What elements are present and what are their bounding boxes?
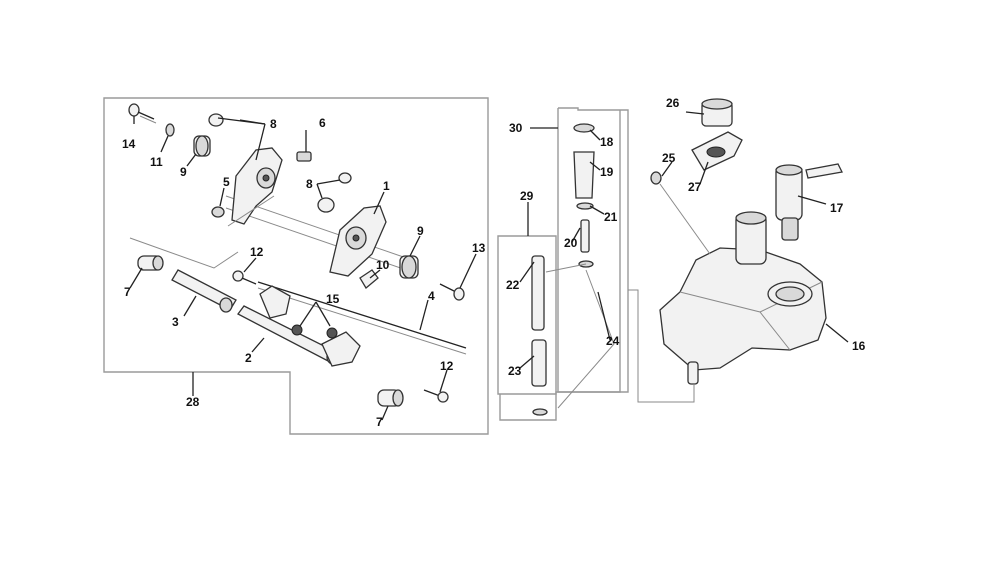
- callout-16: 16: [852, 339, 866, 353]
- callout-17: 17: [830, 201, 844, 215]
- rod-4: [257, 281, 467, 355]
- tank-lines: [628, 183, 711, 403]
- hoses: [545, 263, 615, 409]
- spring-15: [291, 324, 338, 339]
- washer-11: [165, 123, 175, 137]
- callout-5: 5: [223, 175, 230, 189]
- tube-2: [237, 285, 361, 367]
- group-30-frame-inner: [557, 108, 621, 393]
- damper-3: [171, 269, 237, 313]
- bushing-8-small: [338, 172, 352, 184]
- callout-21: 21: [604, 210, 618, 224]
- vent-25: [650, 171, 662, 185]
- bolt-13: [439, 283, 465, 301]
- callout-25: 25: [662, 151, 676, 165]
- callout-19: 19: [600, 165, 614, 179]
- callout-7a: 7: [124, 285, 131, 299]
- bolt-12-lower: [423, 389, 449, 403]
- bolt-14: [128, 103, 157, 124]
- clamp-18: [573, 123, 595, 133]
- bushing-8-top: [208, 113, 224, 127]
- callout-7b: 7: [376, 415, 383, 429]
- callout-15: 15: [326, 292, 340, 306]
- callout-27: 27: [688, 180, 702, 194]
- fuel-tank-16: [659, 211, 827, 385]
- callout-labels: 14 11 9 8 6 5 8 1 9 13 12 10 7 4 15 3 2 …: [122, 96, 866, 429]
- callout-3: 3: [172, 315, 179, 329]
- callout-14: 14: [122, 137, 136, 151]
- clamp-21: [576, 202, 594, 210]
- callout-29: 29: [520, 189, 534, 203]
- nut-5: [211, 206, 225, 218]
- callout-24: 24: [606, 334, 620, 348]
- group-29-frame: [497, 235, 557, 395]
- callout-9a: 9: [180, 165, 187, 179]
- callout-6: 6: [319, 116, 326, 130]
- tube-23: [531, 339, 547, 387]
- callout-28: 28: [186, 395, 200, 409]
- filter-19: [573, 151, 595, 199]
- callout-12a: 12: [250, 245, 264, 259]
- cap-7-left: [137, 255, 164, 271]
- callout-9b: 9: [417, 224, 424, 238]
- callout-18: 18: [600, 135, 614, 149]
- rubber-6: [296, 151, 312, 162]
- callout-20: 20: [564, 236, 578, 250]
- bushing-9-right: [399, 255, 419, 279]
- callout-4: 4: [428, 289, 435, 303]
- callout-13: 13: [472, 241, 486, 255]
- group-28-frame: [103, 97, 489, 435]
- cap-26: [701, 98, 733, 127]
- leader-lines: [129, 111, 849, 421]
- callout-2: 2: [245, 351, 252, 365]
- callout-30: 30: [509, 121, 523, 135]
- cap-gasket-27: [691, 131, 743, 171]
- callout-12b: 12: [440, 359, 454, 373]
- callout-8a: 8: [270, 117, 277, 131]
- callout-8b: 8: [306, 177, 313, 191]
- clip-10: [359, 269, 379, 289]
- clamp-lower: [532, 408, 548, 416]
- valve-20: [580, 219, 590, 253]
- callout-1: 1: [383, 179, 390, 193]
- callout-11: 11: [150, 155, 163, 169]
- bolt-12-top: [232, 270, 257, 285]
- fuel-pump-17: [775, 163, 843, 241]
- connection-lines: [129, 195, 275, 269]
- callout-10: 10: [376, 258, 390, 272]
- bracket-1-right: [329, 205, 387, 277]
- cap-7-lower: [377, 389, 404, 407]
- tube-22: [531, 255, 545, 331]
- callout-26: 26: [666, 96, 680, 110]
- callout-23: 23: [508, 364, 522, 378]
- bushing-8-mid: [317, 197, 335, 213]
- callout-22: 22: [506, 278, 520, 292]
- bushing-9-left: [193, 135, 211, 157]
